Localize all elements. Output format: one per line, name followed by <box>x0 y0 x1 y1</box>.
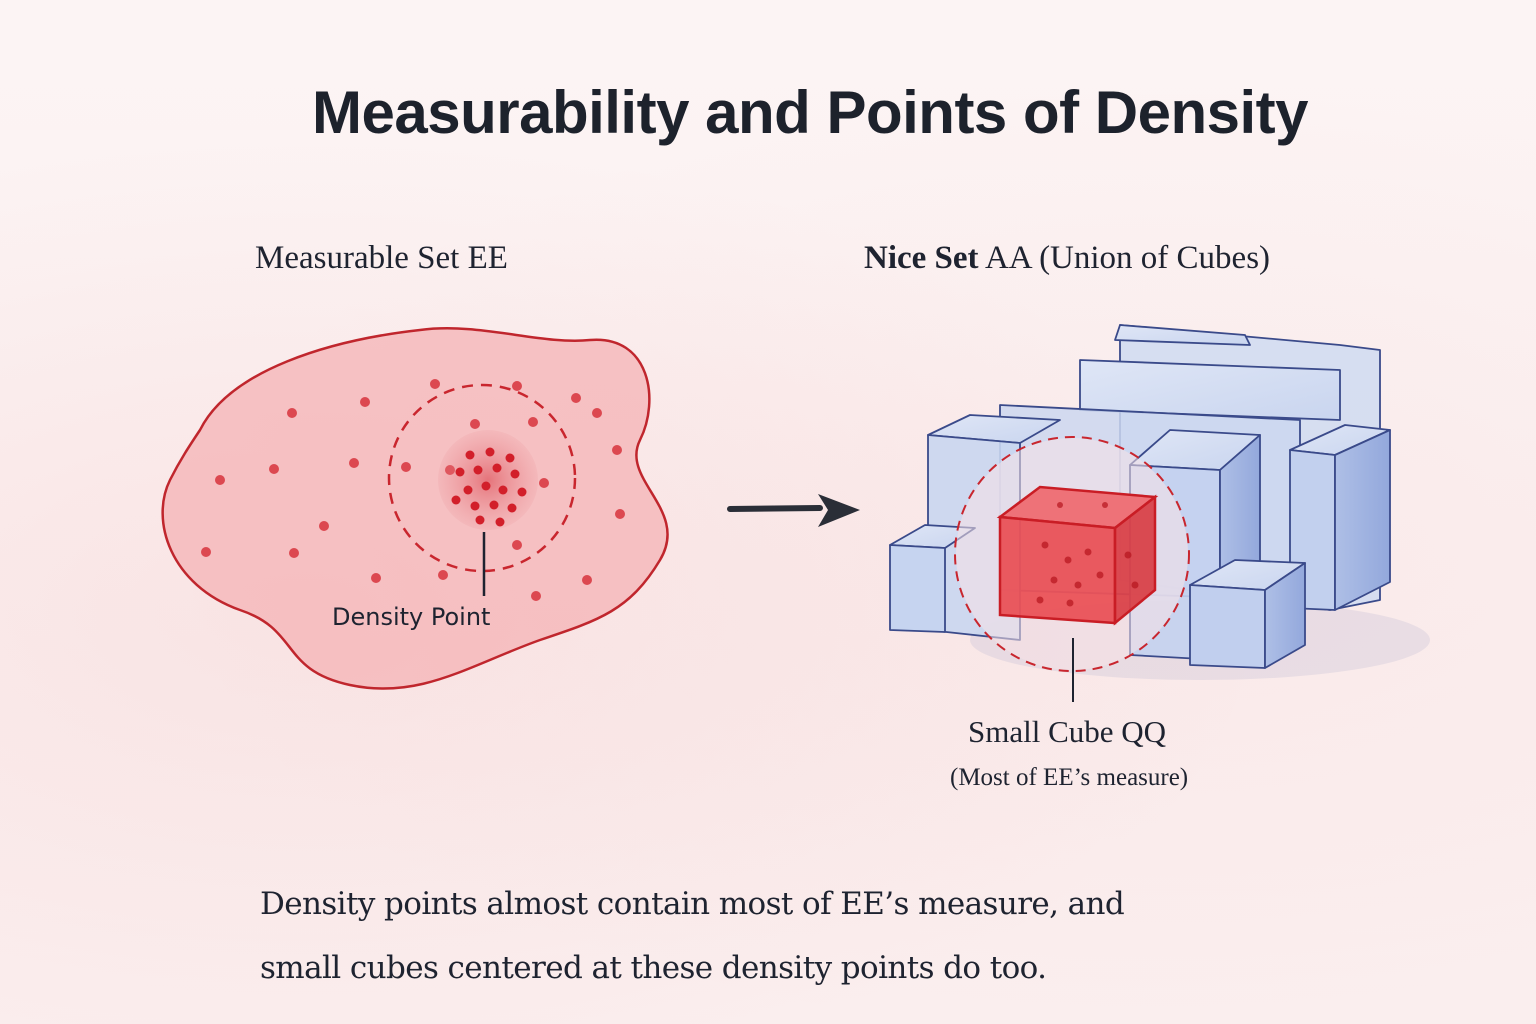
caption-line-1: Density points almost contain most of EE… <box>260 886 1125 922</box>
small-cube-label: Small Cube QQ <box>968 714 1167 749</box>
nice-set-heading-rest: AA (Union of Cubes) <box>978 240 1271 276</box>
small-cube-sublabel: (Most of EE’s measure) <box>950 764 1189 791</box>
measurable-set-heading: Measurable Set EE <box>255 240 508 276</box>
small-cube-highlight <box>954 436 1190 702</box>
nice-set-heading: Nice Set AA (Union of Cubes) <box>864 240 1270 277</box>
page-title: Measurability and Points of Density <box>311 79 1309 146</box>
caption-line-2: small cubes centered at these density po… <box>260 950 1047 986</box>
caption: Density points almost contain most of EE… <box>260 872 1260 1000</box>
measurable-set-blob <box>161 327 669 690</box>
arrow-right-icon <box>727 494 860 527</box>
nice-set-heading-bold: Nice Set <box>864 240 979 276</box>
density-point-label: Density Point <box>332 603 491 631</box>
density-point-cluster <box>387 383 577 596</box>
